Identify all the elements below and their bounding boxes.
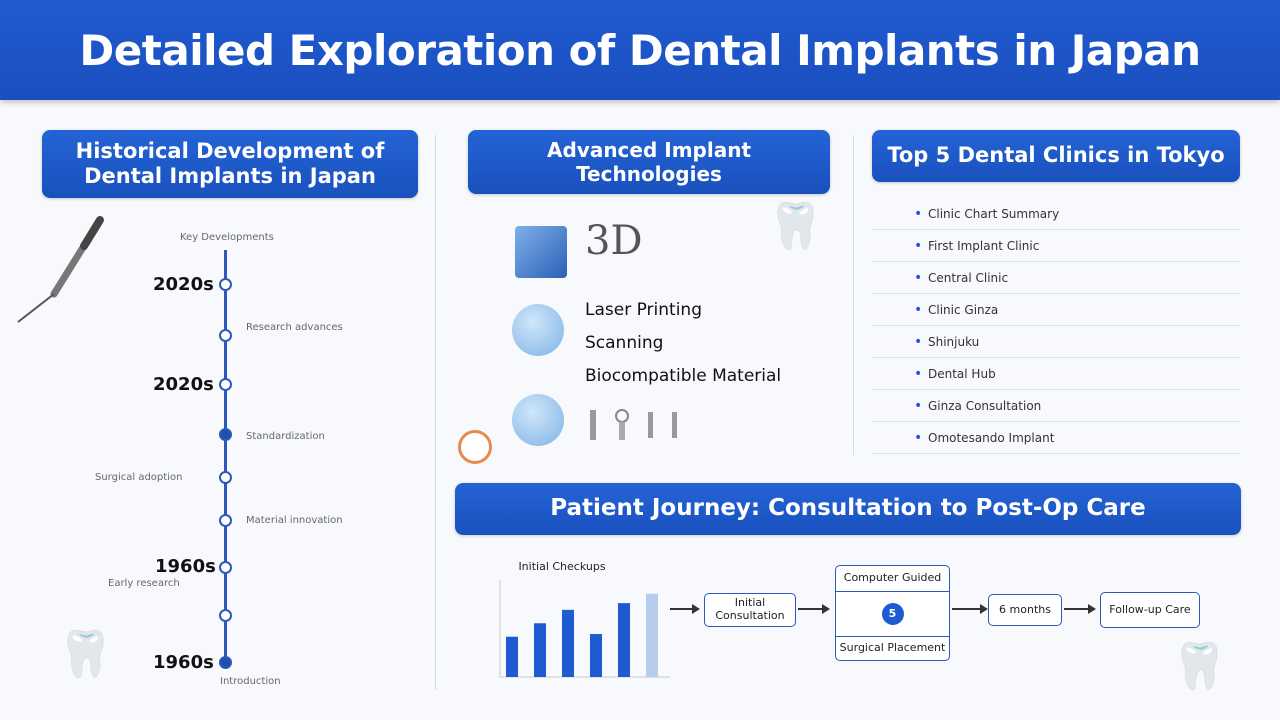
clinic-item[interactable]: Central Clinic — [872, 262, 1240, 294]
timeline-dot — [219, 378, 232, 391]
page-title: Detailed Exploration of Dental Implants … — [79, 25, 1201, 75]
clinic-item[interactable]: Clinic Chart Summary — [872, 198, 1240, 230]
clinic-item[interactable]: Clinic Ginza — [872, 294, 1240, 326]
tooth-icon: 🦷 — [58, 629, 113, 680]
title-banner: Detailed Exploration of Dental Implants … — [0, 0, 1280, 100]
flow-step-surgery-title: Computer Guided — [836, 566, 949, 592]
flow-step-followup[interactable]: Follow-up Care — [1100, 592, 1200, 628]
timeline-year: 1960s — [155, 556, 216, 577]
implant-screws-icon — [590, 409, 677, 440]
timeline-note: Surgical adoption — [95, 472, 183, 483]
tech-item: Laser Printing — [585, 300, 702, 320]
clinic-item[interactable]: First Implant Clinic — [872, 230, 1240, 262]
timeline-dot — [219, 471, 232, 484]
timeline-dot — [219, 514, 232, 527]
flow-step-healing[interactable]: 6 months — [988, 594, 1062, 626]
timeline-year: 2020s — [153, 374, 214, 395]
checkups-bar-chart: Initial Checkups — [499, 560, 670, 678]
timeline-dot — [219, 561, 232, 574]
scanner-icon — [515, 226, 567, 278]
implant-model-icon — [458, 430, 492, 464]
chart-bar — [506, 636, 518, 677]
material-icon — [512, 394, 564, 446]
chart-bar — [646, 593, 658, 677]
chart-bar — [534, 623, 546, 677]
timeline-note: Research advances — [246, 322, 343, 333]
tech-item: Scanning — [585, 333, 664, 353]
flow-arrow — [670, 604, 700, 614]
column-divider — [435, 135, 436, 690]
flow-arrow — [1064, 604, 1096, 614]
timeline-line — [224, 250, 227, 662]
timeline-dot — [219, 428, 232, 441]
tooth-icon: 🦷 — [1172, 641, 1227, 692]
tech-item: Biocompatible Material — [585, 366, 782, 386]
printer-icon — [512, 304, 564, 356]
chart-title: Initial Checkups — [518, 560, 605, 573]
clinics-heading: Top 5 Dental Clinics in Tokyo — [872, 130, 1240, 182]
flow-arrow — [952, 604, 988, 614]
history-heading: Historical Development of Dental Implant… — [42, 130, 418, 198]
timeline-dot — [219, 609, 232, 622]
timeline-dot — [219, 278, 232, 291]
tech-heading: Advanced Implant Technologies — [468, 130, 830, 194]
flow-step-surgery-subtitle: Surgical Placement — [836, 636, 949, 660]
chart-bar — [618, 603, 630, 677]
flow-arrow — [798, 604, 830, 614]
clinic-item[interactable]: Omotesando Implant — [872, 422, 1240, 454]
tech-3d-label: 3D — [585, 218, 643, 264]
chart-bar — [562, 609, 574, 677]
journey-heading: Patient Journey: Consultation to Post-Op… — [455, 483, 1241, 535]
flow-step-consultation[interactable]: Initial Consultation — [704, 593, 796, 627]
chart-bar — [590, 634, 602, 677]
clinic-item[interactable]: Dental Hub — [872, 358, 1240, 390]
timeline-note: Early research — [108, 578, 180, 589]
timeline-note: Material innovation — [246, 515, 343, 526]
timeline-dot — [219, 656, 232, 669]
clinic-item[interactable]: Shinjuku — [872, 326, 1240, 358]
timeline-dot — [219, 329, 232, 342]
flow-step-surgery[interactable]: Computer Guided 5 Surgical Placement — [835, 565, 950, 661]
column-divider — [853, 135, 854, 455]
timeline-label: Key Developments — [180, 232, 274, 243]
clinic-item[interactable]: Ginza Consultation — [872, 390, 1240, 422]
flow-step-badge: 5 — [881, 603, 904, 625]
timeline-year: 1960s — [153, 652, 214, 673]
timeline-year: 2020s — [153, 274, 214, 295]
tooth-icon: 🦷 — [768, 201, 823, 252]
timeline-note: Standardization — [246, 431, 325, 442]
timeline-note: Introduction — [220, 676, 281, 687]
dental-tool-icon — [17, 216, 104, 323]
